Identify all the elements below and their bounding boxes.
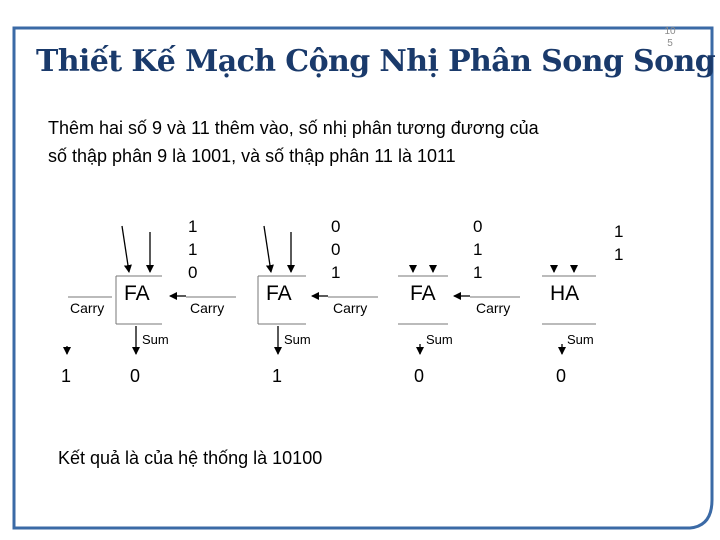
- adder-2-carry-label: Carry: [333, 300, 367, 316]
- slide-number-line-1: 10: [664, 26, 676, 37]
- adder-box-lines: [68, 275, 596, 325]
- adder-2-sum-label: Sum: [284, 332, 311, 347]
- adder-3-label: FA: [410, 282, 436, 305]
- adder-2-input-2: 0: [331, 240, 340, 259]
- description-line-2: số thập phân 9 là 1001, và số thập phân …: [48, 146, 456, 166]
- adder-3-carry-label: Carry: [476, 300, 510, 316]
- adder-2-input-3: 1: [331, 263, 340, 282]
- adder-2-sum-value: 1: [272, 366, 282, 386]
- adder-1-input-3: 0: [188, 263, 197, 282]
- adder-3-input-1: 0: [473, 217, 482, 236]
- adder-3-sum-label: Sum: [426, 332, 453, 347]
- page-title: Thiết Kế Mạch Cộng Nhị Phân Song Song: [36, 44, 716, 79]
- adder-4-label: HA: [550, 282, 579, 305]
- description-line-1: Thêm hai số 9 và 11 thêm vào, số nhị phâ…: [48, 118, 539, 138]
- result-text: Kết quả là của hệ thống là 10100: [58, 448, 323, 468]
- adder-1-input-1: 1: [188, 217, 197, 236]
- adder-4-input-2: 1: [614, 245, 623, 264]
- description: Thêm hai số 9 và 11 thêm vào, số nhị phâ…: [48, 114, 539, 170]
- adder-4-input-1: 1: [614, 222, 623, 241]
- carry-out-value: 1: [61, 366, 71, 386]
- slide-number-line-2: 5: [667, 38, 673, 49]
- carry-out-label: Carry: [70, 300, 104, 316]
- adder-4-sum-label: Sum: [567, 332, 594, 347]
- adder-1-sum-value: 0: [130, 366, 140, 386]
- adder-2-label: FA: [266, 282, 292, 305]
- adder-2-input-1: 0: [331, 217, 340, 236]
- adder-3-input-2: 1: [473, 240, 482, 259]
- adder-1-input-2: 1: [188, 240, 197, 259]
- adder-3-input-3: 1: [473, 263, 482, 282]
- signal-arrows: [63, 225, 578, 355]
- slide-number: 10 5: [660, 26, 680, 50]
- adder-1-carry-label: Carry: [190, 300, 224, 316]
- adder-1-label: FA: [124, 282, 150, 305]
- adder-1-sum-label: Sum: [142, 332, 169, 347]
- adder-4-sum-value: 0: [556, 366, 566, 386]
- adder-3-sum-value: 0: [414, 366, 424, 386]
